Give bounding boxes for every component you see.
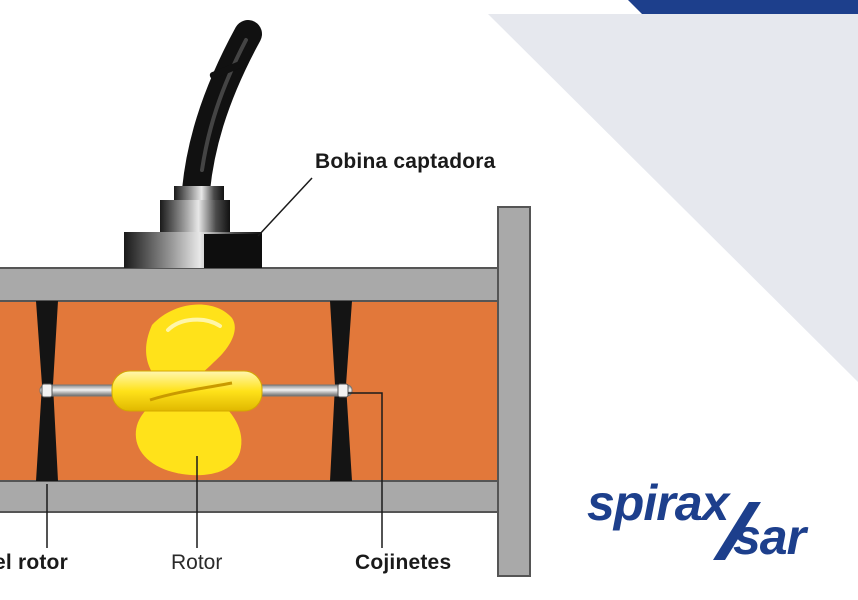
pipe-bottom-wall	[0, 481, 498, 512]
spirax-sarco-logo: spirax sar	[585, 478, 858, 568]
rotor-blade	[135, 304, 242, 476]
background-grey-panel	[488, 14, 858, 382]
leader-bearings	[348, 392, 383, 548]
logo-slash	[713, 502, 761, 560]
background-blue-bar	[628, 0, 858, 14]
coil-body	[160, 200, 230, 236]
label-pickup-coil: Bobina captadora	[315, 150, 496, 173]
label-bearings: Cojinetes	[355, 551, 452, 574]
label-rotor-support: el rotor	[0, 551, 68, 574]
pickup-coil	[124, 20, 262, 268]
pipe-top-wall	[0, 268, 498, 301]
bearing-right	[337, 383, 349, 398]
coil-neck	[174, 186, 224, 202]
leader-pickup-coil	[257, 177, 313, 237]
logo-text-line1: spirax	[587, 478, 729, 531]
label-rotor: Rotor	[171, 551, 223, 574]
bearing-left	[41, 383, 53, 398]
pipe-flange	[497, 206, 531, 577]
